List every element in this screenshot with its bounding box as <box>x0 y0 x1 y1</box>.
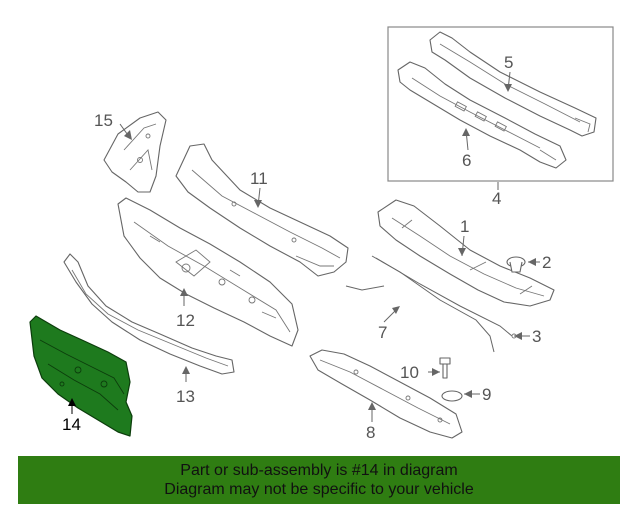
arrow-8 <box>368 402 376 410</box>
callout-10[interactable]: 10 <box>400 363 419 382</box>
part-15-bracket[interactable] <box>103 111 167 193</box>
callout-11[interactable]: 11 <box>250 169 268 188</box>
part-1-cowl-top[interactable] <box>377 199 555 307</box>
part-12-dash-panel[interactable] <box>117 197 299 347</box>
part-14-insulator[interactable] <box>29 315 133 437</box>
arrow-15 <box>124 130 132 140</box>
part-8-bracket[interactable] <box>309 349 463 439</box>
arrow-9 <box>464 390 472 398</box>
arrow-11 <box>254 200 262 208</box>
callout-14[interactable]: 14 <box>62 415 81 434</box>
part-10-bolt[interactable] <box>439 357 451 379</box>
part-2-clip[interactable] <box>506 256 526 273</box>
callout-9[interactable]: 9 <box>482 385 491 404</box>
arrow-14 <box>68 398 76 406</box>
parts-diagram: 1 2 3 4 5 6 7 8 9 10 11 12 13 14 15 <box>29 26 614 442</box>
callout-5[interactable]: 5 <box>504 53 513 72</box>
callout-3[interactable]: 3 <box>532 327 541 346</box>
arrow-1 <box>458 248 466 256</box>
arrow-6 <box>462 128 470 136</box>
info-banner: Part or sub-assembly is #14 in diagram D… <box>18 456 620 504</box>
arrow-10 <box>432 368 440 376</box>
callout-1[interactable]: 1 <box>460 217 469 236</box>
arrow-2 <box>528 258 536 266</box>
part-5-rail[interactable] <box>429 31 597 137</box>
arrow-7 <box>392 306 400 314</box>
callout-6[interactable]: 6 <box>462 151 471 170</box>
callout-13[interactable]: 13 <box>176 387 195 406</box>
banner-line-1: Part or sub-assembly is #14 in diagram <box>180 462 458 479</box>
callout-15[interactable]: 15 <box>94 111 113 130</box>
banner-line-2: Diagram may not be specific to your vehi… <box>164 481 474 498</box>
callout-12[interactable]: 12 <box>176 311 195 330</box>
arrow-5 <box>504 84 512 92</box>
inset-box <box>387 26 614 182</box>
arrow-3 <box>514 332 522 340</box>
part-13-lower-member[interactable] <box>63 253 235 375</box>
arrow-12 <box>180 288 188 296</box>
part-9-grommet[interactable] <box>441 390 463 402</box>
callout-2[interactable]: 2 <box>542 253 551 272</box>
callout-4[interactable]: 4 <box>492 189 501 208</box>
part-6-rail[interactable] <box>397 61 567 169</box>
callout-8[interactable]: 8 <box>366 423 375 442</box>
part-11-cowl-member[interactable] <box>175 143 349 277</box>
callout-7[interactable]: 7 <box>378 323 387 342</box>
arrow-13 <box>182 366 190 374</box>
